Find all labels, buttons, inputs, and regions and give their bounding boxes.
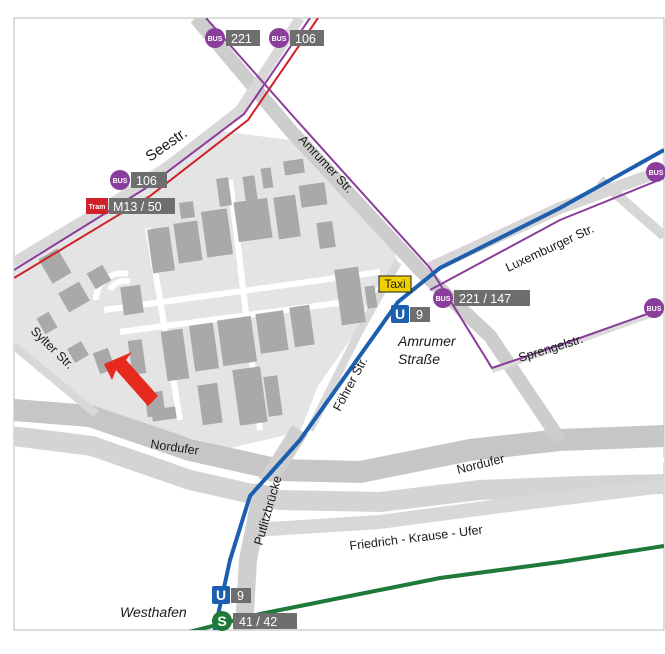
location-marker <box>104 352 158 406</box>
bus-line-seestr <box>14 18 311 271</box>
transit-lines <box>14 18 664 630</box>
sbahn-stop-westhafen[interactable]: S 41 / 42 <box>212 611 297 631</box>
svg-text:Tram: Tram <box>89 204 106 211</box>
sbahn-line <box>188 544 664 630</box>
bus-route-label: 221 <box>231 32 252 46</box>
svg-text:BUS: BUS <box>649 170 664 177</box>
taxi-stand[interactable]: Taxi <box>378 275 412 293</box>
station-label-amrumer-strasse-2: Straße <box>398 351 440 367</box>
tram-stop-seestr[interactable]: Tram M13 / 50 <box>86 198 175 214</box>
svg-text:S: S <box>217 613 226 629</box>
svg-text:U: U <box>395 306 405 322</box>
ubahn-stop-amrumer-strasse[interactable]: U 9 <box>391 305 430 323</box>
bus-badge-icon <box>646 162 665 182</box>
ubahn-icon <box>391 305 409 323</box>
buildings <box>36 158 378 426</box>
bus-badge-icon <box>269 28 289 48</box>
ubahn-route-label: 9 <box>416 308 423 322</box>
bus-line-amrumer <box>205 18 664 370</box>
bus-route-label: 106 <box>136 174 157 188</box>
bus-stop-amrumer-221-147[interactable]: BUS 221 / 147 <box>433 288 530 308</box>
bus-badge-luxemburger-edge[interactable]: BUS <box>646 162 665 182</box>
ubahn-u9-line <box>212 148 664 630</box>
svg-text:BUS: BUS <box>272 36 287 43</box>
road-seestr <box>14 18 305 267</box>
tram-line <box>14 18 319 279</box>
red-arrow-icon <box>104 352 158 406</box>
bus-stop-top-106[interactable]: BUS 106 <box>269 28 324 48</box>
svg-text:BUS: BUS <box>647 306 662 313</box>
bus-stop-seestr-106[interactable]: BUS 106 <box>110 170 167 190</box>
sbahn-icon <box>212 611 232 631</box>
canal-gap <box>14 421 664 491</box>
bus-badge-icon <box>433 288 453 308</box>
ubahn-route-label: 9 <box>237 589 244 603</box>
svg-text:Taxi: Taxi <box>384 277 405 291</box>
road-canal-lower <box>14 426 664 513</box>
bus-badge-icon <box>644 298 664 318</box>
svg-text:BUS: BUS <box>436 296 451 303</box>
svg-text:BUS: BUS <box>208 36 223 43</box>
bus-badge-icon <box>110 170 130 190</box>
ubahn-icon <box>212 586 230 604</box>
station-label-amrumer-strasse-1: Amrumer <box>397 333 457 349</box>
tram-badge-icon <box>86 198 108 214</box>
taxi-icon <box>378 275 412 293</box>
street-label-nordufer-left: Nordufer <box>150 437 200 458</box>
svg-text:U: U <box>216 587 226 603</box>
road-friedrich-krause-ufer <box>253 479 664 537</box>
road-sylter-str <box>14 342 99 418</box>
road-luxemburger-branch <box>596 176 664 240</box>
station-label-westhafen: Westhafen <box>120 604 187 620</box>
tram-route-label: M13 / 50 <box>113 200 162 214</box>
bus-badge-sprengelstr-edge[interactable]: BUS <box>644 298 664 318</box>
road-nordufer <box>14 399 664 484</box>
road-sprengelstr <box>491 307 664 373</box>
ubahn-stop-westhafen[interactable]: U 9 <box>212 586 251 604</box>
sbahn-route-label: 41 / 42 <box>239 615 277 629</box>
bus-line-luxemburger <box>429 177 664 291</box>
bus-route-label: 221 / 147 <box>459 292 511 306</box>
bus-stop-top-221[interactable]: BUS 221 <box>205 28 260 48</box>
bus-route-label: 106 <box>295 32 316 46</box>
svg-text:BUS: BUS <box>113 178 128 185</box>
bus-badge-icon <box>205 28 225 48</box>
